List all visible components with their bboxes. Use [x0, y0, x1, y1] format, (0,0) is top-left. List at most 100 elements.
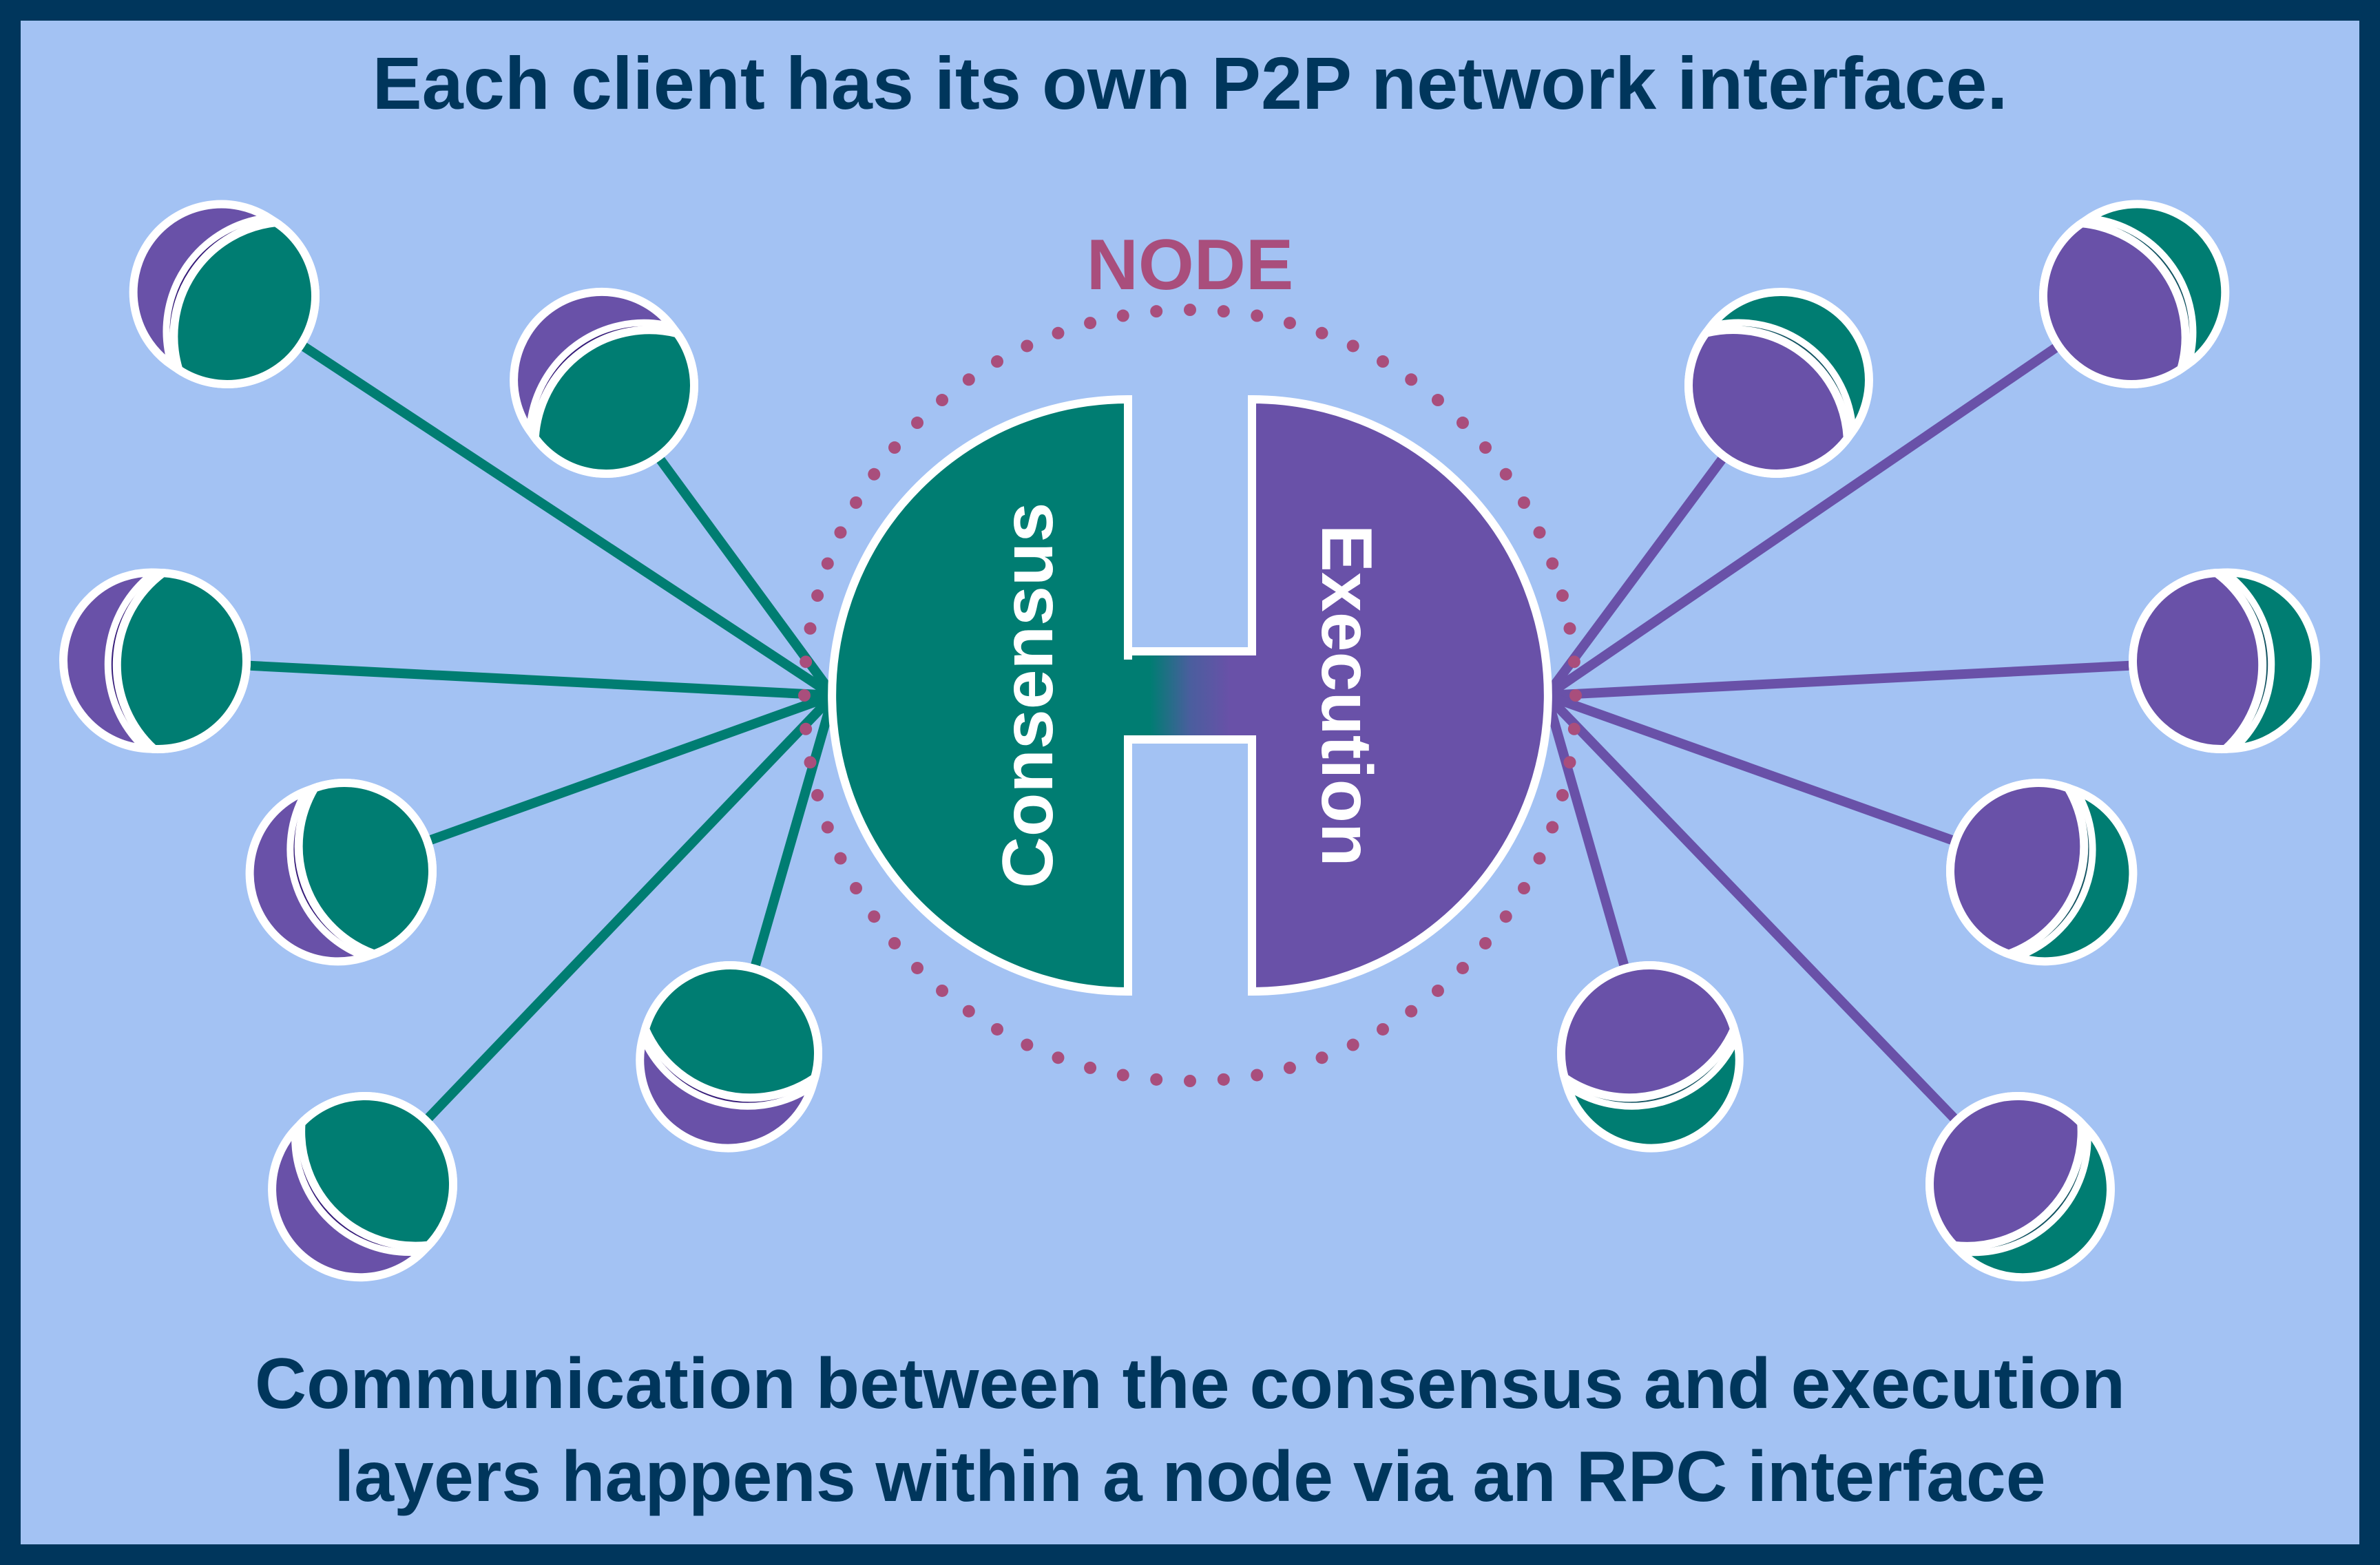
- node-ring-dot: [1283, 1061, 1296, 1074]
- node-ring-dot: [1346, 1038, 1359, 1051]
- p2p-link: [1543, 382, 1781, 699]
- node-ring-dot: [1052, 1051, 1065, 1064]
- node-ring-dot: [1315, 1051, 1328, 1064]
- node-ring-dot: [1377, 355, 1389, 368]
- p2p-link: [1543, 692, 2022, 1188]
- peer-client-execution-5: [1925, 1092, 2115, 1282]
- node-ring-dot: [868, 910, 881, 923]
- node-ring-dot: [1150, 305, 1163, 318]
- node-ring-dot: [1479, 441, 1492, 454]
- node-ring-dot: [936, 984, 949, 997]
- node-ring-dot: [991, 355, 1003, 368]
- node-ring-dot: [834, 526, 847, 539]
- node-ring-dot: [1217, 1073, 1230, 1086]
- node-ring-dot: [1021, 339, 1034, 353]
- node-ring-dot: [1499, 910, 1512, 923]
- peer-client-consensus-4: [245, 779, 437, 966]
- node-ring-dot: [850, 496, 863, 509]
- p2p-link: [225, 292, 836, 700]
- node-ring-dot: [821, 557, 834, 570]
- node-ring-dot: [1567, 655, 1580, 669]
- node-ring-dot: [1567, 722, 1580, 735]
- node-ring-dot: [1569, 689, 1582, 702]
- node-ring-dot: [800, 722, 813, 735]
- peer-client-execution-4: [1946, 779, 2138, 966]
- node-ring-dot: [1456, 417, 1469, 430]
- node-ring-dot: [811, 589, 824, 602]
- node-ring-dot: [804, 756, 817, 769]
- node-boundary-ring: [798, 304, 1582, 1087]
- node-ring-dot: [1533, 852, 1546, 865]
- peer-client-consensus-1: [129, 200, 320, 388]
- peer-client-consensus-6: [636, 961, 822, 1153]
- peer-main-layer: [294, 779, 437, 958]
- node-ring-dot: [1116, 309, 1129, 322]
- peer-main-layer: [169, 218, 320, 388]
- peer-clients: [59, 200, 2320, 1282]
- node-ring-dot: [798, 689, 811, 702]
- node-ring-dot: [821, 821, 834, 834]
- consensus-layer: [828, 395, 1132, 996]
- peer-client-execution-1: [2039, 200, 2230, 388]
- node-ring-dot: [868, 468, 881, 481]
- p2p-link: [602, 382, 837, 699]
- header-title: Each client has its own P2P network inte…: [373, 41, 2008, 125]
- node-ring-dot: [1052, 326, 1065, 339]
- peer-client-consensus-3: [59, 568, 251, 754]
- node-ring-dot: [1150, 1073, 1163, 1086]
- node-ring-dot: [1251, 1069, 1264, 1082]
- node-ring-dot: [991, 1022, 1003, 1036]
- node-ring-dot: [1517, 496, 1530, 509]
- node-ring-dot: [1499, 468, 1512, 481]
- footer-line-1: Communication between the consensus and …: [255, 1344, 2125, 1424]
- node-ring-dot: [1377, 1022, 1389, 1036]
- peer-main-layer: [1557, 961, 1739, 1102]
- node-ring-dot: [1346, 339, 1359, 353]
- p2p-link: [1546, 656, 2222, 700]
- node-ring-dot: [1546, 821, 1559, 834]
- node-ring-dot: [1405, 373, 1418, 386]
- node-ring-dot: [1556, 788, 1569, 801]
- execution-label: Execution: [1306, 525, 1386, 867]
- node-ring-dot: [1021, 1038, 1034, 1051]
- node-ring-dot: [804, 622, 817, 635]
- node-ring-dot: [911, 961, 924, 974]
- p2p-link: [1542, 694, 1654, 1055]
- node-ring-dot: [1283, 317, 1296, 330]
- p2p-link: [158, 656, 834, 700]
- node-ring-dot: [1563, 622, 1576, 635]
- node-ring-dot: [1084, 1061, 1097, 1074]
- node-ring-dot: [1533, 526, 1546, 539]
- peer-main-layer: [2039, 219, 2190, 388]
- node-ring-dot: [1517, 882, 1530, 894]
- p2p-link: [1544, 292, 2134, 700]
- node-ring-dot: [1431, 984, 1444, 997]
- peer-client-consensus-2: [510, 287, 698, 478]
- p2p-link: [342, 691, 835, 876]
- node-ring-dot: [1116, 1069, 1129, 1082]
- peer-client-execution-2: [1684, 287, 1873, 478]
- node-ring-dot: [1405, 1005, 1418, 1018]
- node-ring-dot: [850, 882, 863, 894]
- node-ring-dot: [1479, 936, 1492, 949]
- node-ring-dot: [1556, 589, 1569, 602]
- node-ring-dot: [1431, 394, 1444, 407]
- node-ring-dot: [811, 788, 824, 801]
- diagram-background: [21, 21, 2359, 1544]
- node-ring-dot: [962, 373, 975, 386]
- peer-client-execution-6: [1557, 961, 1744, 1153]
- node-core: Consensus Execution: [828, 395, 1552, 996]
- p2p-link: [361, 692, 837, 1188]
- peer-main-layer: [1946, 779, 2089, 958]
- node-ring-dot: [1315, 326, 1328, 339]
- peer-main-layer: [1684, 325, 1852, 478]
- node-ring-dot: [1456, 961, 1469, 974]
- node-ring-dot: [800, 655, 813, 669]
- node-ring-dot: [834, 852, 847, 865]
- peer-main-layer: [1925, 1092, 2086, 1250]
- peer-main-layer: [2129, 569, 2267, 753]
- p2p-links: [158, 292, 2222, 1188]
- peer-client-execution-3: [2129, 568, 2320, 754]
- node-ring-dot: [888, 936, 901, 949]
